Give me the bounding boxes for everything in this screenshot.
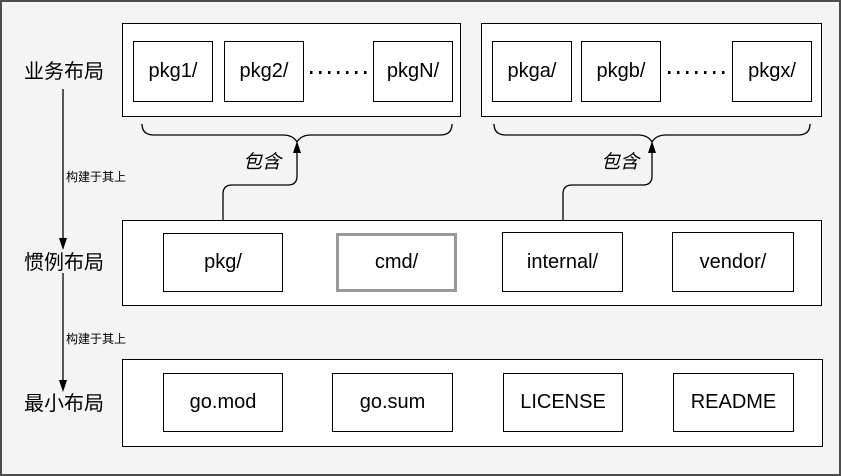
box-license: LICENSE xyxy=(503,373,623,432)
box-pkgN: pkgN/ xyxy=(373,41,453,102)
row-label-business: 业务布局 xyxy=(24,61,104,83)
box-pkg: pkg/ xyxy=(163,233,283,292)
arrowhead-down-icon xyxy=(59,380,67,392)
box-pkga: pkga/ xyxy=(492,41,572,102)
build-on-label-top: 构建于其上 xyxy=(66,170,127,184)
contains-label-left: 包含 xyxy=(243,152,282,173)
box-vendor: vendor/ xyxy=(672,232,794,292)
arrowhead-up-icon xyxy=(648,141,656,153)
box-go-mod: go.mod xyxy=(163,373,283,432)
row-label-convention: 惯例布局 xyxy=(24,252,104,274)
build-on-label-bottom: 构建于其上 xyxy=(66,332,127,346)
brace-right xyxy=(493,123,811,144)
box-pkgx: pkgx/ xyxy=(732,41,812,102)
box-internal: internal/ xyxy=(502,232,623,292)
box-pkg1: pkg1/ xyxy=(133,41,213,102)
row-label-minimal: 最小布局 xyxy=(24,393,104,415)
box-cmd: cmd/ xyxy=(336,233,457,292)
box-pkgb: pkgb/ xyxy=(581,41,661,102)
box-go-sum: go.sum xyxy=(332,373,453,432)
contains-label-right: 包含 xyxy=(601,152,640,173)
brace-left xyxy=(141,123,453,144)
ellipsis-dots xyxy=(310,71,368,74)
ellipsis-dots xyxy=(668,71,726,74)
box-readme: README xyxy=(673,373,794,432)
box-pkg2: pkg2/ xyxy=(224,41,304,102)
arrowhead-up-icon xyxy=(293,141,301,153)
arrowhead-down-icon xyxy=(59,238,67,250)
